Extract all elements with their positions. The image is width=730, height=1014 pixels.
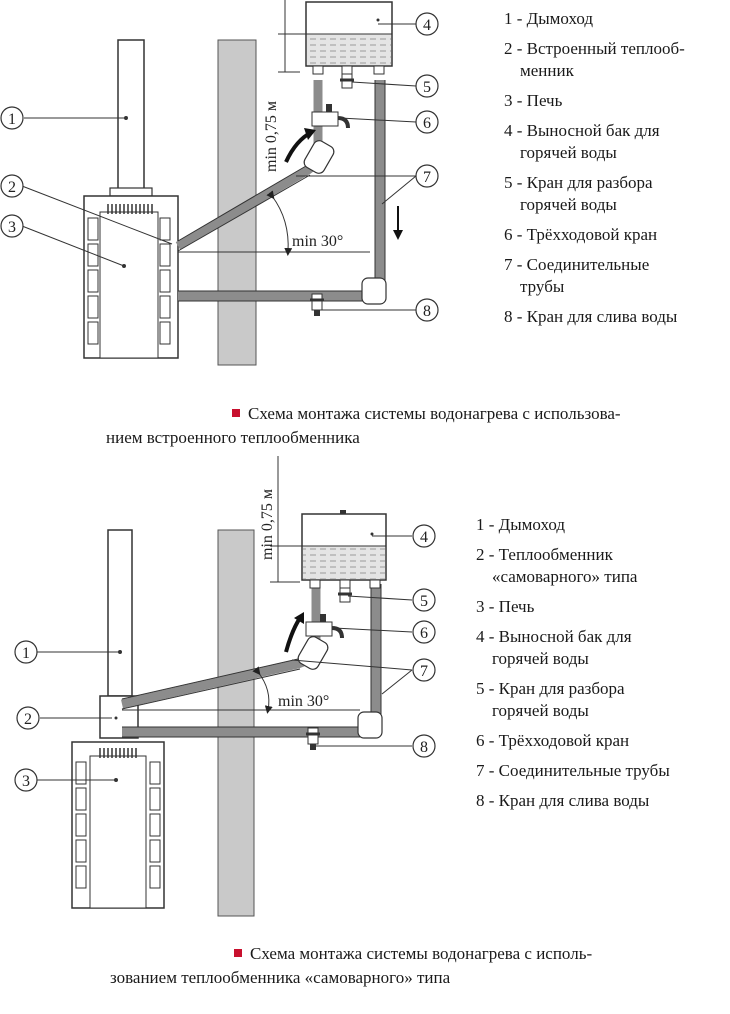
legend-item: 2 - Встроенный теплоoб-менник bbox=[504, 39, 685, 80]
water-tank bbox=[305, 1, 393, 75]
legend-item: 6 - Трёхходовой кран bbox=[504, 225, 658, 244]
angle-label: min 30° bbox=[292, 233, 343, 250]
legend-item: 8 - Кран для слива воды bbox=[504, 307, 678, 326]
legend-item: 3 - Печь bbox=[476, 597, 535, 616]
legend-item: 6 - Трёхходовой кран bbox=[476, 731, 630, 750]
height-label: min 0,75 м bbox=[263, 101, 280, 172]
chimney bbox=[107, 529, 133, 697]
callout-8: 8 bbox=[423, 303, 431, 320]
drain-valve bbox=[310, 293, 324, 316]
callout-3: 3 bbox=[22, 773, 30, 790]
legend-diagram-2: 1 - Дымоход 2 - Теплообменник«самоварног… bbox=[476, 514, 726, 820]
angle-label: min 30° bbox=[278, 693, 329, 710]
callout-3: 3 bbox=[8, 219, 16, 236]
callout-6: 6 bbox=[420, 625, 428, 642]
legend-item: 7 - Соединительные трубы bbox=[476, 761, 670, 780]
callout-2: 2 bbox=[8, 179, 16, 196]
callout-5: 5 bbox=[423, 79, 431, 96]
hot-water-tap bbox=[340, 73, 354, 89]
legend-item: 1 - Дымоход bbox=[476, 515, 566, 534]
callout-2: 2 bbox=[24, 711, 32, 728]
wall bbox=[217, 529, 255, 917]
legend-item: 8 - Кран для слива воды bbox=[476, 791, 650, 810]
callout-7: 7 bbox=[420, 663, 428, 680]
legend-item: 2 - Теплообменник«самоварного» типа bbox=[476, 545, 638, 586]
callout-4: 4 bbox=[420, 529, 428, 546]
legend-item: 3 - Печь bbox=[504, 91, 563, 110]
callout-1: 1 bbox=[22, 645, 30, 662]
water-tank bbox=[301, 510, 387, 589]
bullet-icon bbox=[232, 409, 240, 418]
callout-5: 5 bbox=[420, 593, 428, 610]
three-way-valve bbox=[305, 614, 344, 639]
callout-8: 8 bbox=[420, 739, 428, 756]
legend-diagram-1: 1 - Дымоход 2 - Встроенный теплоoб-менни… bbox=[504, 8, 726, 336]
drain-valve bbox=[306, 727, 320, 750]
caption-diagram-1: Схема монтажа системы водонагрева с испо… bbox=[106, 404, 621, 447]
height-label: min 0,75 м bbox=[259, 489, 276, 560]
bullet-icon bbox=[234, 949, 242, 958]
three-way-valve bbox=[311, 104, 350, 129]
chimney bbox=[117, 39, 145, 193]
callout-1: 1 bbox=[8, 111, 16, 128]
callout-4: 4 bbox=[423, 17, 431, 34]
callout-7: 7 bbox=[423, 169, 431, 186]
hot-water-tap bbox=[338, 587, 352, 603]
callout-6: 6 bbox=[423, 115, 431, 132]
stove bbox=[83, 195, 179, 359]
legend-item: 1 - Дымоход bbox=[504, 9, 594, 28]
flow-arrow-up bbox=[284, 616, 302, 653]
stove bbox=[71, 741, 165, 909]
caption-diagram-2: Схема монтажа системы водонагрева с испо… bbox=[110, 944, 593, 987]
